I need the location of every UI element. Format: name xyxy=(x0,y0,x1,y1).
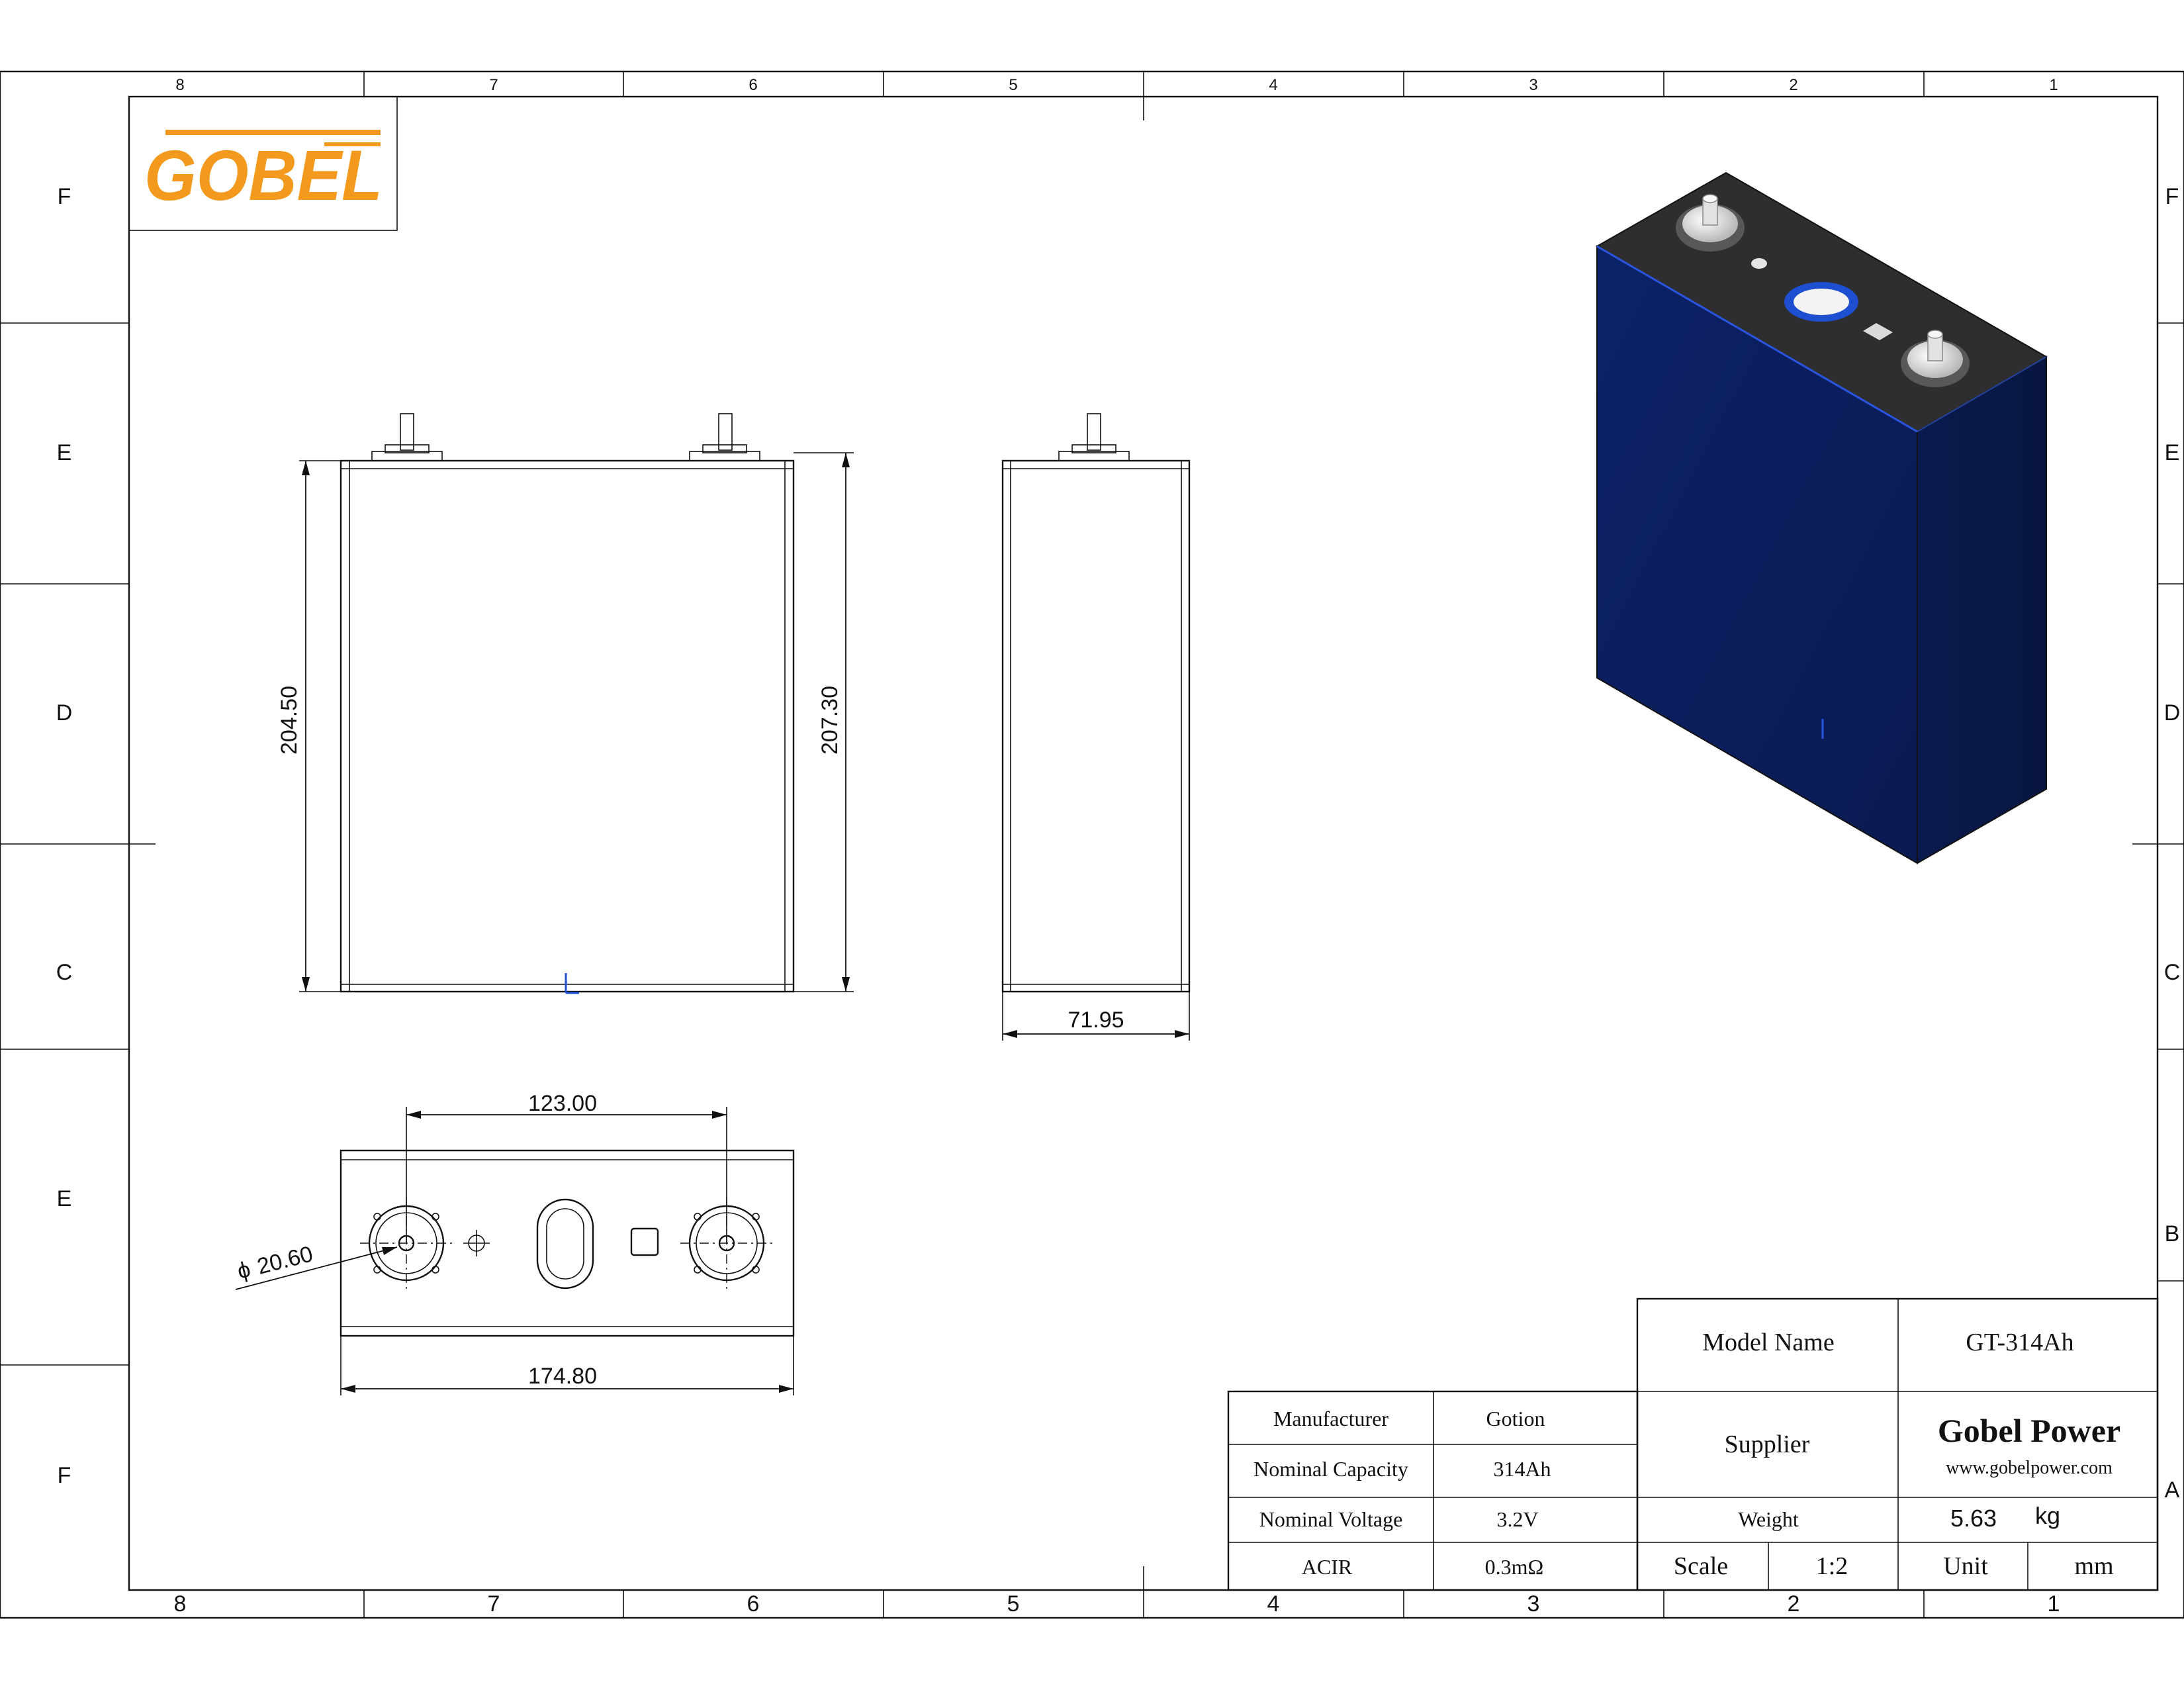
width-label: 174.80 xyxy=(528,1364,597,1389)
zone-label: 6 xyxy=(749,76,757,94)
zone-label: 2 xyxy=(1788,1591,1800,1617)
zone-label: 7 xyxy=(488,1591,500,1617)
zone-label: C xyxy=(2164,960,2181,985)
terminal-pitch-dimension: 123.00 xyxy=(406,1091,727,1243)
zone-label: 5 xyxy=(1009,76,1017,94)
zone-label: E xyxy=(57,440,72,465)
acir-value: 0.3mΩ xyxy=(1485,1555,1544,1579)
zone-label: 5 xyxy=(1007,1591,1020,1617)
zone-label: A xyxy=(2165,1477,2180,1503)
left-zone-labels: F E D C E F xyxy=(56,184,73,1488)
top-view xyxy=(340,1149,795,1337)
bottom-zone-labels: 8 7 6 5 4 3 2 1 xyxy=(174,1591,2060,1617)
zone-label: 8 xyxy=(175,76,184,94)
width-dimension: 174.80 xyxy=(340,1336,794,1395)
supplier-name: Gobel Power xyxy=(1938,1412,2120,1449)
supplier-label: Supplier xyxy=(1725,1430,1810,1458)
height-204-label: 204.50 xyxy=(277,686,302,755)
height-207-label: 207.30 xyxy=(817,686,842,755)
qr-pad xyxy=(630,1227,659,1256)
terminal-diameter-callout: ϕ 20.60 xyxy=(235,1241,398,1290)
voltage-label: Nominal Voltage xyxy=(1259,1507,1403,1531)
manufacturer-value: Gotion xyxy=(1486,1407,1545,1430)
diameter-symbol: ϕ xyxy=(235,1256,253,1284)
zone-label: B xyxy=(2165,1221,2180,1246)
zone-label: 3 xyxy=(1527,1591,1540,1617)
fill-port xyxy=(463,1230,490,1256)
scale-label: Scale xyxy=(1674,1552,1728,1580)
height-dimension-left: 204.50 xyxy=(277,460,341,992)
supplier-url: www.gobelpower.com xyxy=(1946,1458,2113,1478)
model-name-label: Model Name xyxy=(1702,1329,1834,1356)
weight-value: 5.63 xyxy=(1950,1505,1997,1532)
zone-label: 6 xyxy=(747,1591,760,1617)
title-block: Model Name GT-314Ah Manufacturer Gotion … xyxy=(1227,1297,2159,1591)
sheet-border xyxy=(0,70,2184,1619)
zone-label: F xyxy=(2165,184,2179,209)
zone-label: 2 xyxy=(1789,76,1797,94)
zone-label: 7 xyxy=(489,76,498,94)
front-view xyxy=(340,413,795,994)
pitch-label: 123.00 xyxy=(528,1091,597,1116)
weight-label: Weight xyxy=(1738,1507,1799,1531)
manufacturer-label: Manufacturer xyxy=(1273,1407,1388,1430)
isometric-cell-render xyxy=(1595,171,2048,865)
zone-label: 1 xyxy=(2049,76,2058,94)
unit-value: mm xyxy=(2074,1552,2113,1580)
capacity-label: Nominal Capacity xyxy=(1253,1457,1408,1481)
acir-label: ACIR xyxy=(1302,1555,1353,1579)
scale-value: 1:2 xyxy=(1816,1552,1848,1580)
capacity-value: 314Ah xyxy=(1493,1457,1551,1481)
safety-vent xyxy=(536,1198,594,1289)
zone-label: F xyxy=(58,184,71,209)
right-zone-labels: F E D C B A xyxy=(2164,184,2181,1503)
height-dimension-right: 207.30 xyxy=(794,452,854,992)
logo-wordmark: GOBEL xyxy=(144,135,383,215)
zone-label: C xyxy=(56,960,73,985)
zone-label: F xyxy=(58,1463,71,1488)
gobel-logo: GOBEL xyxy=(128,96,398,231)
zone-label: D xyxy=(2164,700,2181,726)
zone-label: 4 xyxy=(1269,76,1277,94)
zone-label: 8 xyxy=(174,1591,187,1617)
zone-label: D xyxy=(56,700,73,726)
thickness-dimension: 71.95 xyxy=(1002,992,1190,1041)
model-name-value: GT-314Ah xyxy=(1966,1329,2073,1356)
weight-unit: kg xyxy=(2035,1502,2060,1529)
voltage-value: 3.2V xyxy=(1496,1507,1538,1531)
side-view xyxy=(1001,413,1191,993)
zone-label: 4 xyxy=(1267,1591,1280,1617)
unit-label: Unit xyxy=(1943,1552,1988,1580)
zone-label: 1 xyxy=(2048,1591,2060,1617)
zone-label: E xyxy=(57,1186,72,1211)
zone-label: E xyxy=(2165,440,2180,465)
thickness-label: 71.95 xyxy=(1068,1008,1124,1033)
diameter-label: 20.60 xyxy=(255,1241,316,1279)
zone-label: 3 xyxy=(1529,76,1537,94)
top-zone-labels: 8 7 6 5 4 3 2 1 xyxy=(175,76,2058,94)
